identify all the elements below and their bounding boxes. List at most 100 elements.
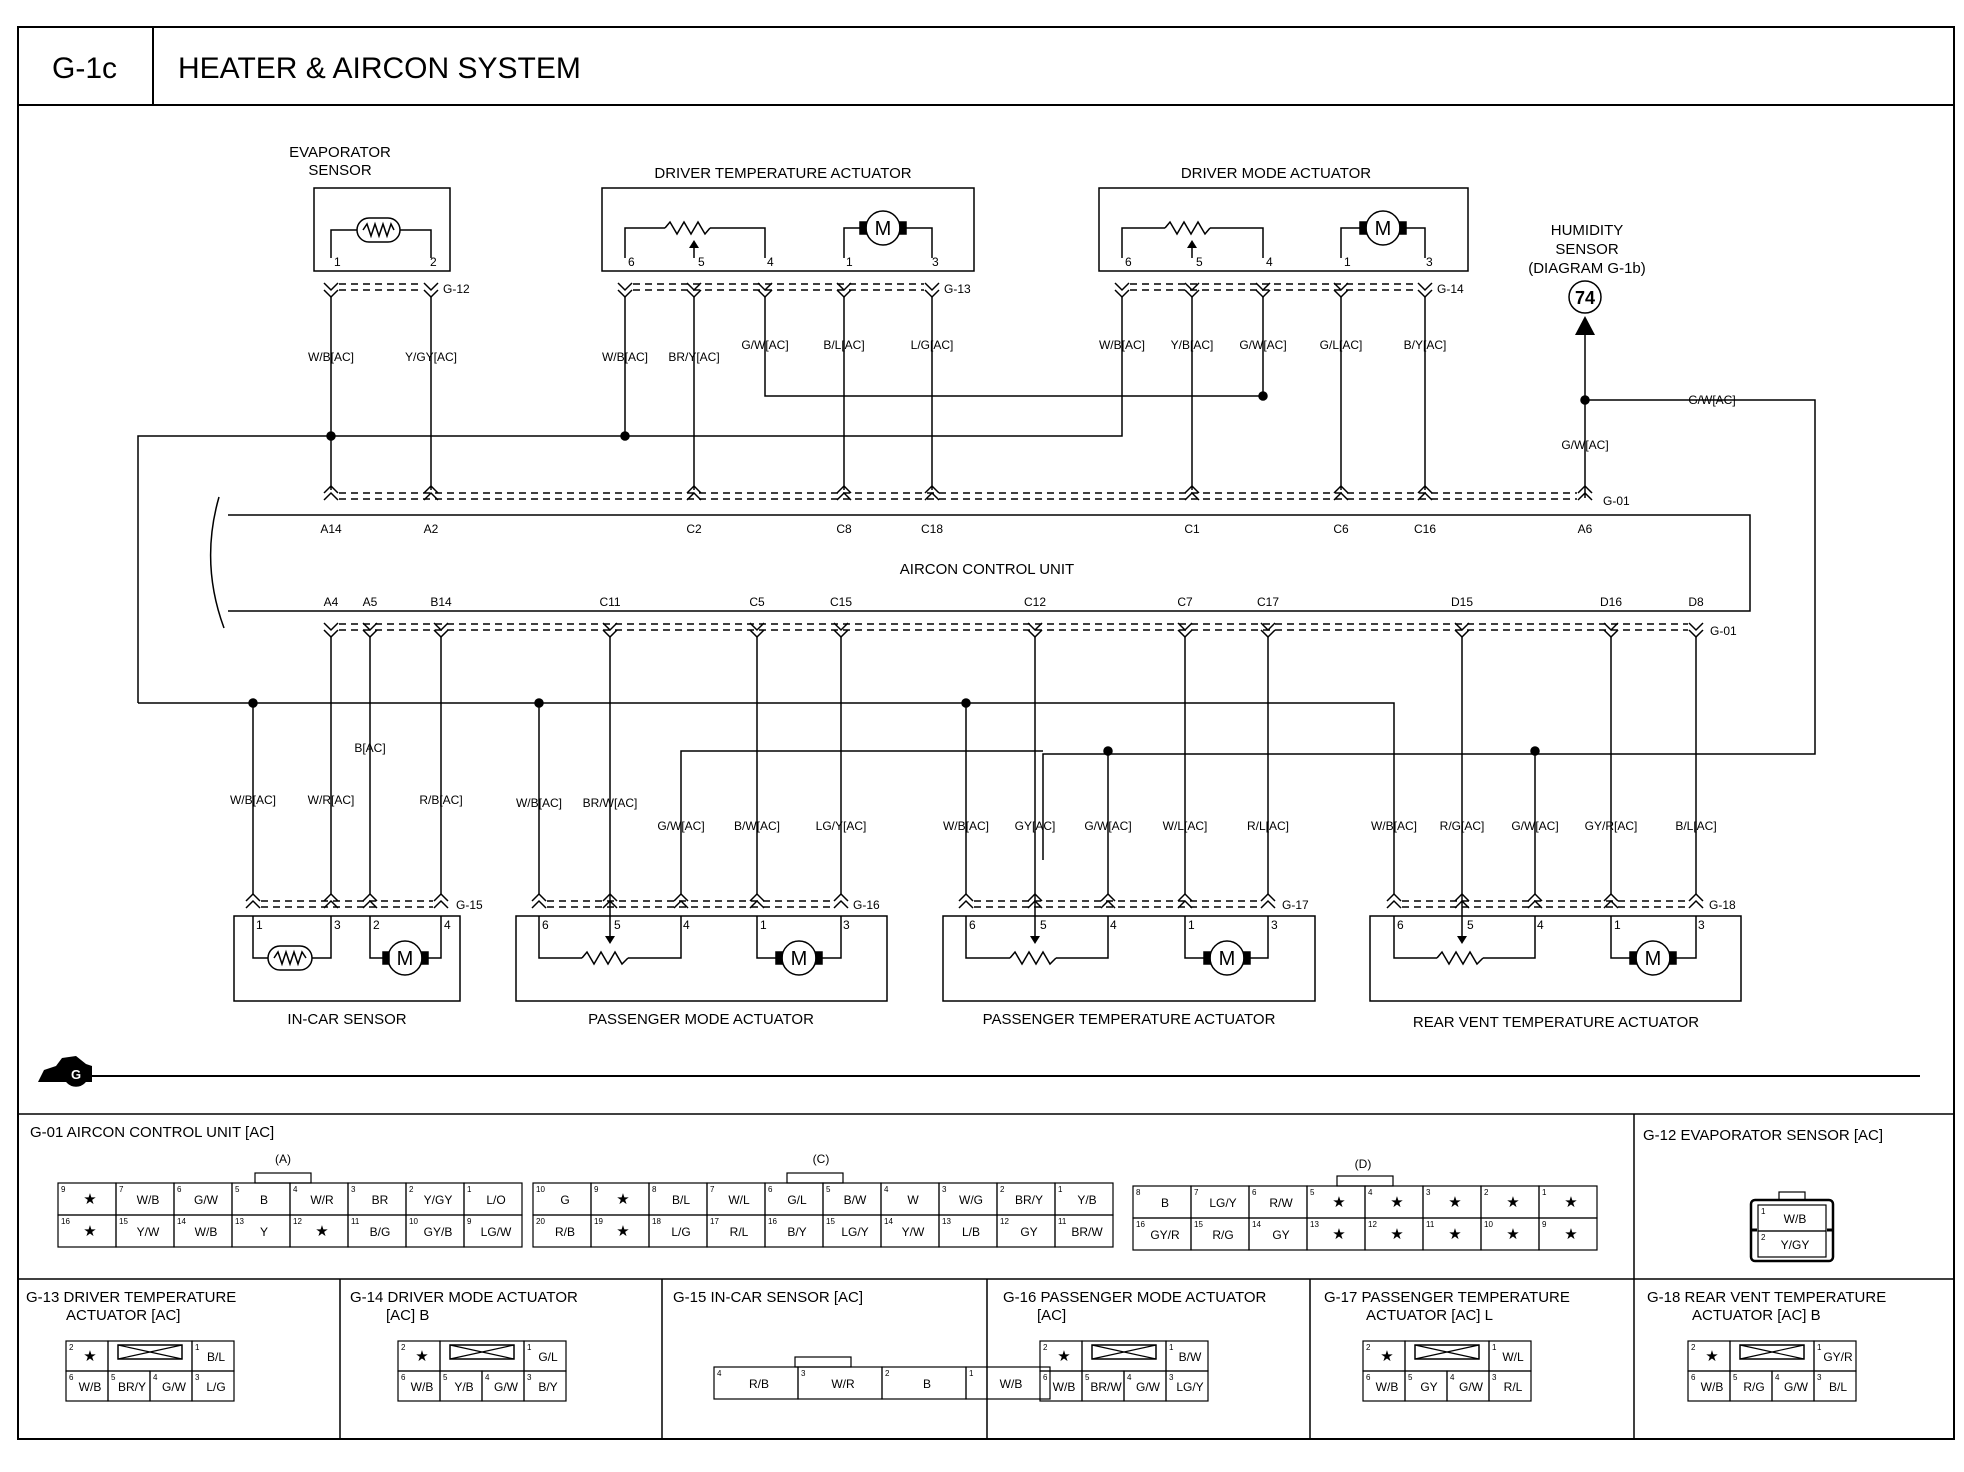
svg-text:GY/R: GY/R [1823,1350,1853,1364]
g01-c-cell: 7W/L [706,1182,766,1216]
svg-text:R/G: R/G [1212,1228,1233,1242]
svg-text:R/W: R/W [1269,1196,1293,1210]
svg-text:5: 5 [1040,918,1047,932]
svg-text:6: 6 [969,918,976,932]
svg-text:11: 11 [351,1217,360,1226]
svg-text:5: 5 [614,918,621,932]
svg-text:W/B: W/B [79,1380,102,1394]
svg-text:6: 6 [628,255,635,269]
svg-text:A5: A5 [363,595,378,609]
svg-text:W/B[AC]: W/B[AC] [1099,338,1145,352]
g17-cell: 5GY [1404,1370,1448,1402]
svg-text:G/W[AC]: G/W[AC] [1688,393,1735,407]
svg-text:2: 2 [373,918,380,932]
svg-text:3: 3 [1271,918,1278,932]
svg-text:★: ★ [1448,1194,1461,1211]
svg-text:20: 20 [536,1217,545,1226]
svg-text:M: M [1645,948,1662,970]
svg-text:4: 4 [293,1185,298,1194]
g01-d-cell: 10★ [1480,1217,1540,1251]
legend-g17-title-2: ACTUATOR [AC] L [1366,1307,1493,1324]
svg-text:3: 3 [801,1369,806,1378]
svg-text:G/W[AC]: G/W[AC] [1084,819,1131,833]
svg-text:D16: D16 [1600,595,1622,609]
arrow-up-icon [1575,316,1595,335]
connector-g16: G-16 [531,893,880,912]
svg-text:3: 3 [1698,918,1705,932]
svg-text:W/L: W/L [728,1193,750,1207]
svg-text:D8: D8 [1688,595,1704,609]
svg-text:2: 2 [885,1369,890,1378]
svg-text:14: 14 [1252,1220,1261,1229]
connector-g18: G-18 [1386,893,1736,912]
svg-text:★: ★ [616,1191,629,1208]
g01-a-cell: 11B/G [347,1214,407,1248]
g16-cell: 3LG/Y [1165,1370,1209,1402]
svg-text:★: ★ [1506,1194,1519,1211]
svg-text:BR/Y[AC]: BR/Y[AC] [668,350,719,364]
svg-text:GY: GY [1272,1228,1289,1242]
svg-text:GY: GY [1420,1380,1437,1394]
g13-cell: 1B/L [191,1340,235,1372]
svg-text:B/W[AC]: B/W[AC] [734,819,780,833]
svg-text:9: 9 [467,1217,472,1226]
svg-text:14: 14 [884,1217,893,1226]
svg-text:W/B: W/B [1784,1212,1807,1226]
evap-sensor-box [313,187,451,272]
svg-text:Y/W: Y/W [902,1225,925,1239]
passenger-temp-actuator-title: PASSENGER TEMPERATURE ACTUATOR [983,1011,1276,1028]
g01-d-cell: 4★ [1364,1185,1424,1219]
g01-d-cell: 13★ [1306,1217,1366,1251]
g01-c-cell: 19★ [590,1214,650,1248]
svg-text:10: 10 [409,1217,418,1226]
svg-text:G/W[AC]: G/W[AC] [657,819,704,833]
svg-text:8: 8 [652,1185,657,1194]
svg-text:B/W: B/W [844,1193,867,1207]
svg-text:B/L: B/L [207,1350,225,1364]
svg-text:GY[AC]: GY[AC] [1015,819,1056,833]
svg-text:B: B [1161,1196,1169,1210]
svg-text:M: M [397,948,414,970]
svg-text:C6: C6 [1333,522,1349,536]
g01-d-cell: 3★ [1422,1185,1482,1219]
svg-text:13: 13 [1310,1220,1319,1229]
svg-text:W/R: W/R [310,1193,334,1207]
svg-text:★: ★ [1057,1348,1070,1365]
g01-a-cell: 13Y [231,1214,291,1248]
svg-text:A4: A4 [324,595,339,609]
g17-cell: 4G/W [1446,1370,1490,1402]
svg-text:C2: C2 [686,522,702,536]
svg-text:1: 1 [527,1343,532,1352]
g18-cell: 2★ [1687,1340,1731,1372]
svg-text:B: B [260,1193,268,1207]
svg-text:6: 6 [1252,1188,1257,1197]
svg-text:1: 1 [1169,1343,1174,1352]
svg-text:Y: Y [260,1225,268,1239]
g15-cell: 1W/B [965,1366,1051,1400]
svg-text:L/G[AC]: L/G[AC] [911,338,954,352]
g01-a-cell: 3BR [347,1182,407,1216]
svg-text:R/B[AC]: R/B[AC] [419,793,462,807]
svg-text:3: 3 [1426,1188,1431,1197]
g01-c-cell: 10G [532,1182,592,1216]
g12-cell: 1W/B [1757,1204,1827,1232]
g01-d-cell: 11★ [1422,1217,1482,1251]
svg-text:GY/B: GY/B [424,1225,453,1239]
svg-text:C5: C5 [749,595,765,609]
svg-text:4: 4 [767,255,774,269]
svg-text:4: 4 [1368,1188,1373,1197]
svg-text:4: 4 [1450,1373,1455,1382]
svg-text:G-01: G-01 [1603,494,1630,508]
svg-text:B/Y: B/Y [787,1225,806,1239]
g18-cell: 6W/B [1687,1370,1731,1402]
legend-g14-title-2: [AC] B [386,1307,429,1324]
svg-text:M: M [1375,218,1392,240]
svg-text:(D): (D) [1355,1157,1372,1171]
svg-text:W/B[AC]: W/B[AC] [516,796,562,810]
svg-text:LG/Y: LG/Y [1176,1380,1203,1394]
g01-d-cell: 6R/W [1248,1185,1308,1219]
g16-cell: 5BR/W [1081,1370,1125,1402]
svg-text:G/W: G/W [1136,1380,1161,1394]
svg-text:C1: C1 [1184,522,1200,536]
